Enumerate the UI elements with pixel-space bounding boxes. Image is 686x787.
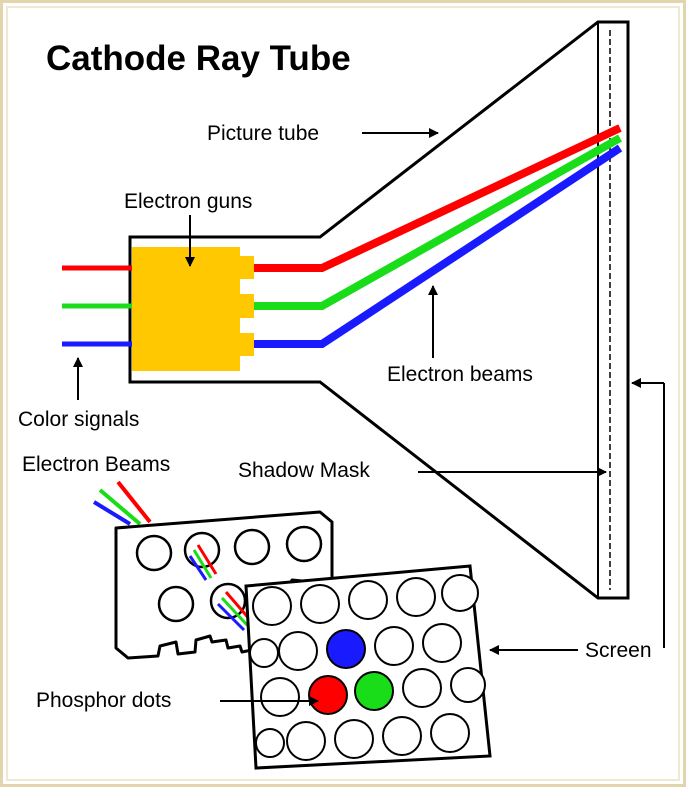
color-signals-label: Color signals [18, 408, 139, 431]
shadow-mask-label: Shadow Mask [238, 459, 370, 482]
diagram-title: Cathode Ray Tube [46, 39, 351, 78]
phosphor-screen-panel [244, 564, 492, 770]
red-phosphor-dot [308, 675, 348, 715]
green-phosphor-dot [354, 671, 394, 711]
green-electron-beam [254, 134, 622, 310]
electron-guns-body [132, 247, 254, 371]
phosphor-dots-label: Phosphor dots [36, 689, 171, 712]
electron-guns-label: Electron guns [124, 190, 252, 213]
picture-tube-label: Picture tube [207, 122, 319, 145]
picture-tube-outline [128, 20, 630, 600]
blue-electron-beam [254, 144, 623, 348]
mini-green-beam [98, 488, 142, 526]
mask-electron-beams-label: Electron Beams [22, 453, 170, 476]
electron-beams-label: Electron beams [387, 363, 533, 386]
blue-phosphor-dot [326, 629, 366, 669]
screen-label: Screen [585, 639, 652, 662]
mini-blue-beam [92, 500, 132, 526]
mini-red-beam [116, 480, 152, 524]
red-electron-beam [254, 124, 622, 272]
